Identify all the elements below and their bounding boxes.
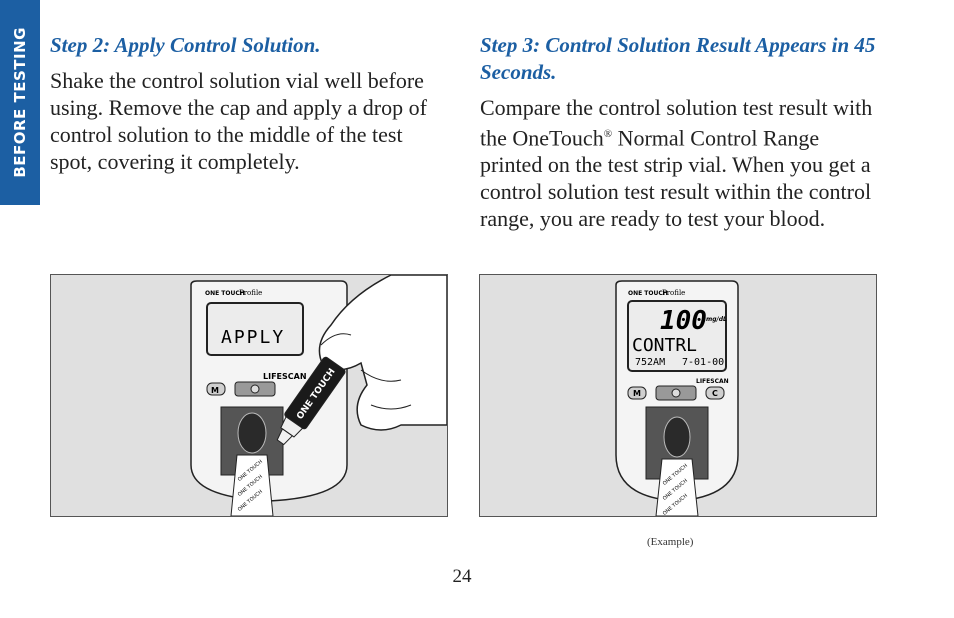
- test-spot-icon: [663, 416, 691, 458]
- m-button: [206, 382, 226, 396]
- maker-label: LIFESCAN: [263, 372, 307, 381]
- c-button: [705, 386, 725, 400]
- m-button: [627, 386, 647, 400]
- meter-model: Profile: [662, 289, 685, 297]
- figure-caption: (Example): [647, 536, 694, 548]
- maker-label: LIFESCAN: [696, 378, 729, 385]
- test-strip: [655, 458, 699, 516]
- registered-mark: ®: [603, 128, 613, 140]
- step-2-body: Shake the control solution vial well bef…: [50, 68, 427, 174]
- lcd-display-text: APPLY: [221, 327, 285, 348]
- meter-lcd: [206, 302, 304, 356]
- lcd-reading: 100: [660, 306, 707, 336]
- meter-brand: ONE TOUCH: [205, 290, 245, 297]
- vial-tip: [276, 428, 294, 446]
- meter-brand: ONE TOUCH: [628, 290, 668, 297]
- apply-solution-illustration: ONE TOUCH Profile APPLY M LIFESCAN ONE T…: [50, 274, 448, 517]
- step-3-body-part1: Compare the control solution test result…: [480, 95, 873, 151]
- result-illustration: ONE TOUCH Profile 100 mg/dL CONTRL 752AM…: [479, 274, 877, 517]
- test-spot-icon: [237, 412, 267, 454]
- power-icon: [671, 388, 681, 398]
- step-3-body-part2: Normal Control Range printed on the test…: [480, 125, 872, 232]
- lcd-unit: mg/dL: [706, 316, 727, 323]
- step-3-column: Step 3: Control Solution Result Appears …: [480, 32, 880, 232]
- step-2-column: Step 2: Apply Control Solution. Shake th…: [50, 32, 450, 175]
- test-strip: [230, 454, 274, 516]
- c-button-label: C: [712, 389, 718, 398]
- apply-solution-svg: ONE TOUCH Profile APPLY M LIFESCAN ONE T…: [190, 275, 447, 516]
- meter-lcd: [627, 300, 727, 372]
- m-button-label: M: [211, 386, 219, 395]
- hand-creases: [320, 333, 412, 410]
- m-button-label: M: [633, 389, 641, 398]
- step-2-heading: Step 2: Apply Control Solution.: [50, 33, 321, 57]
- result-svg: ONE TOUCH Profile 100 mg/dL CONTRL 752AM…: [615, 280, 739, 516]
- step-3-heading: Step 3: Control Solution Result Appears …: [480, 33, 876, 84]
- section-tab: BEFORE TESTING: [0, 0, 40, 205]
- lcd-mode: CONTRL: [632, 335, 697, 356]
- page-number: 24: [452, 566, 472, 587]
- meter-model: Profile: [239, 289, 262, 297]
- step-3-body: Compare the control solution test result…: [480, 94, 880, 232]
- lcd-date: 7-01-00: [682, 357, 724, 368]
- section-tab-label: BEFORE TESTING: [11, 27, 29, 178]
- lcd-time: 752AM: [635, 357, 665, 368]
- power-icon: [250, 384, 260, 394]
